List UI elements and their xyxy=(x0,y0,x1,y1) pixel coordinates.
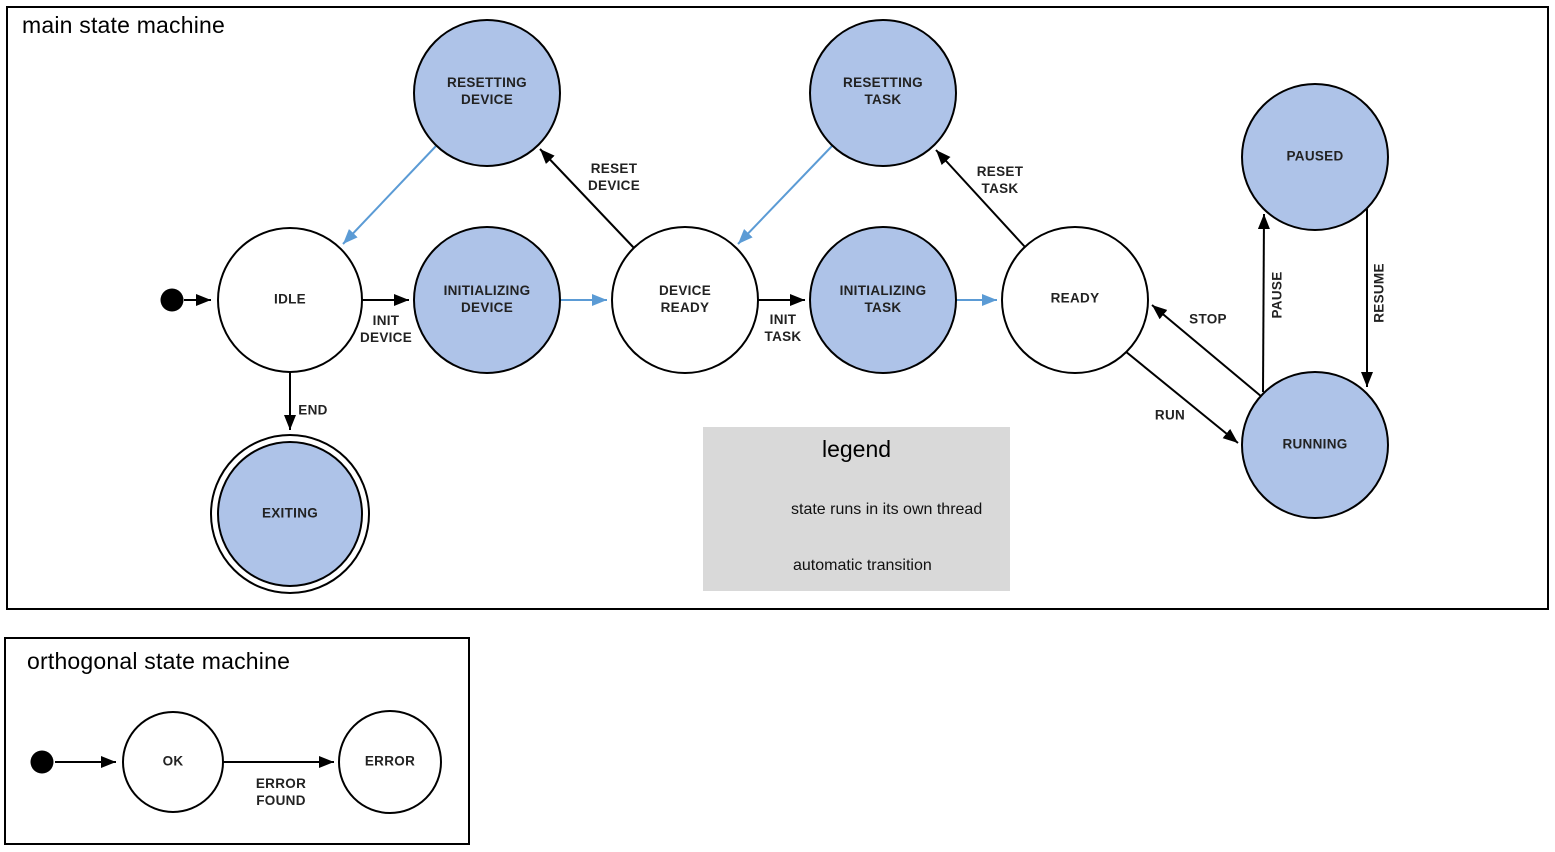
state-circle-paused xyxy=(1241,83,1389,231)
transition-label-run: RUN xyxy=(1154,407,1186,423)
orthogonal-machine-title: orthogonal state machine xyxy=(27,648,291,674)
state-circle-resetting-task xyxy=(809,19,957,167)
state-circle-device-ready xyxy=(611,226,759,374)
state-circle-error xyxy=(338,710,442,814)
initial-state-dot-orthogonal xyxy=(30,750,54,774)
orthogonal-state-machine-frame xyxy=(4,637,470,845)
state-circle-ready xyxy=(1001,226,1149,374)
state-label-resetting-device: RESETTING DEVICE xyxy=(447,75,527,107)
legend-thread-state-label: state runs in its own thread xyxy=(791,501,983,518)
main-state-machine-frame xyxy=(6,6,1549,610)
state-circle-idle xyxy=(217,227,363,373)
main-machine-title: main state machine xyxy=(22,12,226,38)
transition-stop-arrow xyxy=(1151,304,1263,398)
state-label-paused: PAUSED xyxy=(1286,148,1344,164)
transition-label-init-device: INIT DEVICE xyxy=(359,313,413,345)
transition-label-reset-device: RESET DEVICE xyxy=(587,161,641,193)
state-label-initializing-device: INITIALIZING DEVICE xyxy=(443,283,531,315)
transition-pause-arrow xyxy=(1257,213,1270,393)
transition-reset-device-arrow xyxy=(539,148,635,249)
state-label-error: ERROR xyxy=(364,753,416,769)
legend-title: legend xyxy=(821,436,892,462)
state-label-exiting: EXITING xyxy=(261,505,319,521)
transition-label-init-task: INIT TASK xyxy=(764,312,802,344)
state-circle-initializing-device xyxy=(413,226,561,374)
transition-label-reset-task: RESET TASK xyxy=(976,164,1024,196)
state-circle-exiting-inner xyxy=(217,441,363,587)
state-label-device-ready: DEVICE READY xyxy=(658,283,712,315)
transition-label-stop: STOP xyxy=(1189,311,1227,327)
state-circle-ok xyxy=(122,711,224,813)
state-circle-initializing-task xyxy=(809,226,957,374)
state-label-ready: READY xyxy=(1050,290,1100,306)
state-label-resetting-task: RESETTING TASK xyxy=(843,75,923,107)
transition-label-pause: PAUSE xyxy=(1269,271,1285,319)
transition-label-resume: RESUME xyxy=(1371,263,1387,323)
legend-panel xyxy=(703,427,1010,591)
legend-auto-transition-label: automatic transition xyxy=(793,557,932,574)
transition-label-error-found: ERROR FOUND xyxy=(255,776,307,808)
transition-label-end: END xyxy=(298,402,328,418)
state-label-idle: IDLE xyxy=(274,291,306,307)
transition-reset-task-arrow xyxy=(935,149,1026,248)
state-circle-running xyxy=(1241,371,1389,519)
state-circle-resetting-device xyxy=(413,19,561,167)
auto-transition-resetting-device-to-idle xyxy=(342,145,437,245)
initial-state-dot-main xyxy=(160,288,184,312)
auto-transition-resetting-task-to-device-ready xyxy=(737,145,833,245)
state-label-ok: OK xyxy=(162,753,184,769)
state-label-initializing-task: INITIALIZING TASK xyxy=(839,283,927,315)
state-label-running: RUNNING xyxy=(1282,436,1348,452)
transition-run-arrow xyxy=(1124,350,1239,444)
